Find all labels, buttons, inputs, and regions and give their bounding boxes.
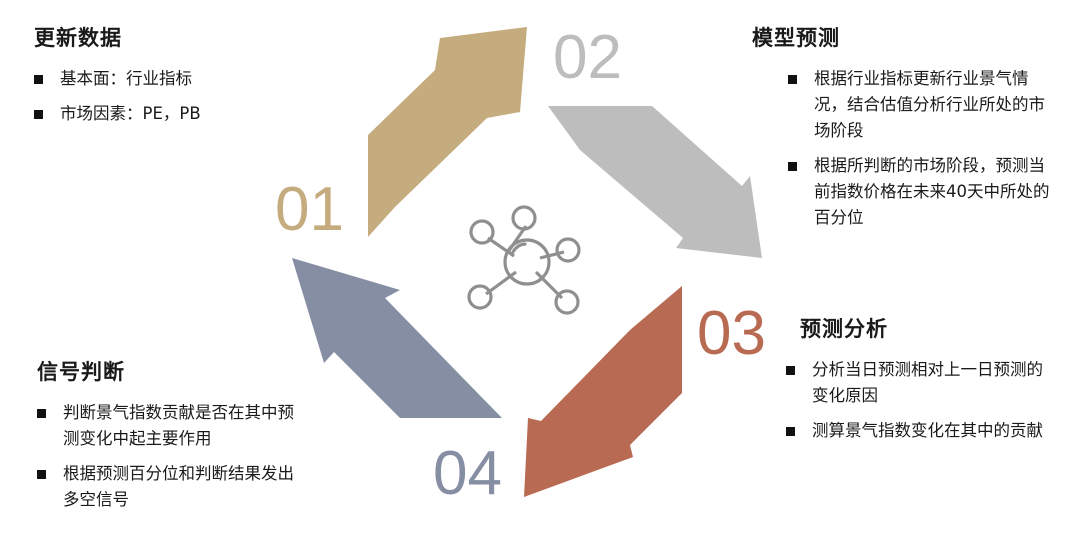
step-number-4: 04 [433, 439, 502, 508]
step-4-item: 判断景气指数贡献是否在其中预测变化中起主要作用 [37, 400, 302, 452]
arrow-step-1 [368, 27, 527, 237]
step-4-block: 信号判断 判断景气指数贡献是否在其中预测变化中起主要作用 根据预测百分位和判断结… [37, 356, 307, 522]
step-number-2: 02 [553, 23, 622, 92]
step-3-item: 测算景气指数变化在其中的贡献 [786, 418, 1051, 444]
step-3-item: 分析当日预测相对上一日预测的变化原因 [786, 357, 1051, 409]
step-4-title: 信号判断 [37, 360, 125, 384]
arrow-step-3 [524, 286, 682, 497]
arrow-step-2 [548, 106, 762, 258]
step-2-item: 根据所判断的市场阶段，预测当前指数价格在未来40天中所处的百分位 [788, 153, 1053, 231]
step-number-1: 01 [275, 175, 344, 244]
step-3-title: 预测分析 [800, 317, 888, 341]
step-1-block: 更新数据 基本面：行业指标 市场因素：PE，PB [34, 22, 294, 136]
step-2-item: 根据行业指标更新行业景气情况，结合估值分析行业所处的市场阶段 [788, 66, 1053, 144]
arrow-step-4 [292, 258, 502, 418]
step-number-3: 03 [697, 299, 766, 368]
step-3-block: 预测分析 分析当日预测相对上一日预测的变化原因 测算景气指数变化在其中的贡献 [786, 313, 1060, 453]
step-1-title: 更新数据 [34, 26, 122, 50]
step-2-block: 模型预测 根据行业指标更新行业景气情况，结合估值分析行业所处的市场阶段 根据所判… [752, 22, 1052, 240]
step-1-item: 基本面：行业指标 [34, 66, 294, 92]
step-2-title: 模型预测 [752, 26, 840, 50]
step-4-item: 根据预测百分位和判断结果发出多空信号 [37, 461, 302, 513]
molecule-network-icon [467, 205, 581, 315]
step-1-item: 市场因素：PE，PB [34, 101, 294, 127]
